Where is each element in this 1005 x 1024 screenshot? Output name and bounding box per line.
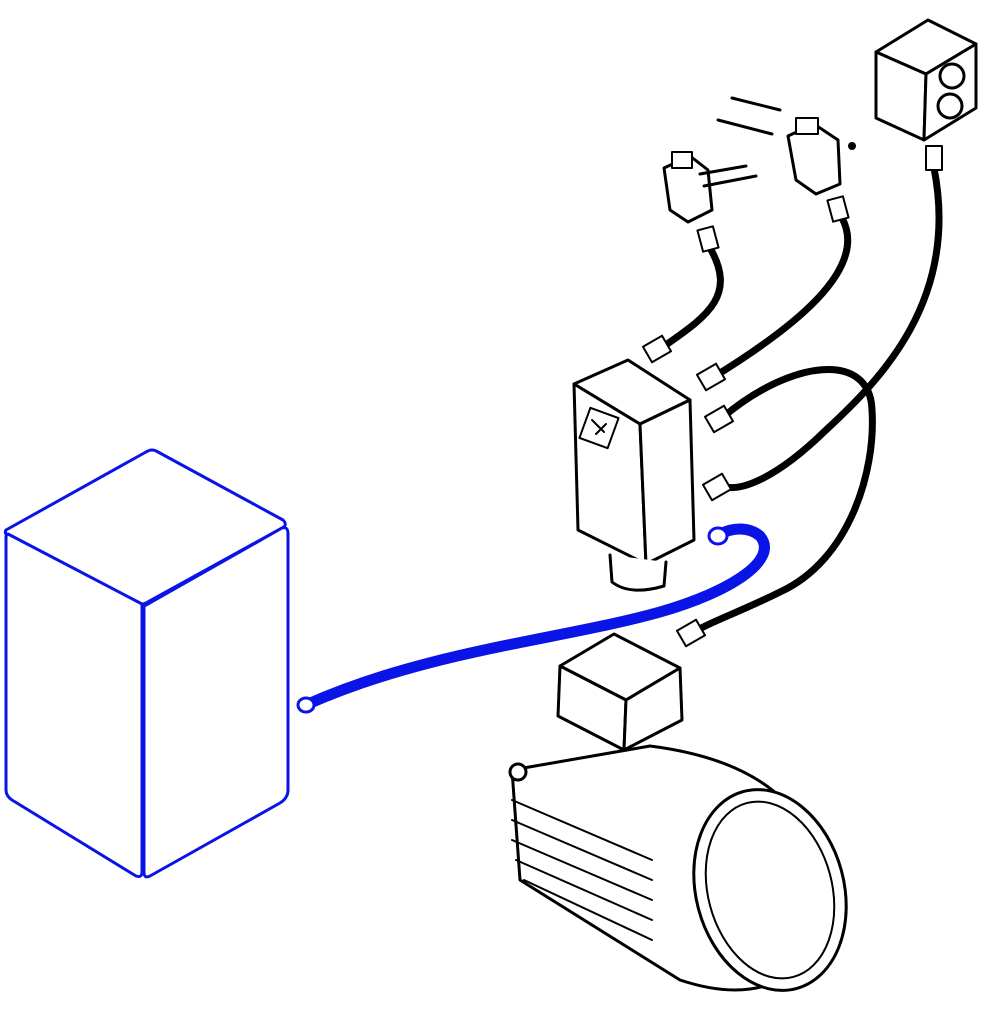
blue-cable-end-cabinet bbox=[296, 696, 316, 714]
limit-switch-left[interactable] bbox=[662, 151, 758, 224]
cabinet-front-face bbox=[4, 532, 144, 878]
pushbutton-box-side bbox=[922, 42, 978, 142]
motor-fan-cover bbox=[704, 800, 836, 980]
connector bbox=[696, 225, 720, 253]
cable-connectors bbox=[641, 145, 943, 648]
limit-switch-left-head bbox=[671, 151, 693, 169]
connector bbox=[675, 618, 707, 648]
screw bbox=[698, 164, 748, 176]
blue-cable-end-switchbox bbox=[707, 526, 729, 546]
connection-cables bbox=[652, 164, 943, 636]
pushbutton-top[interactable] bbox=[938, 62, 966, 90]
pushbutton-station[interactable] bbox=[874, 18, 978, 142]
control-cabinet[interactable] bbox=[3, 448, 290, 879]
limit-switch-right-head bbox=[795, 117, 819, 135]
connector bbox=[701, 472, 733, 502]
terminal-box-side bbox=[622, 666, 684, 752]
pushbutton-bottom[interactable] bbox=[936, 92, 964, 120]
highlighted-cable[interactable] bbox=[296, 523, 770, 714]
screw bbox=[702, 174, 758, 188]
cable-limit-left bbox=[652, 244, 724, 356]
cooling-fins bbox=[511, 799, 653, 941]
motor-shaft bbox=[508, 762, 528, 782]
connector bbox=[826, 195, 850, 223]
switch-handle-icon bbox=[591, 419, 607, 435]
cable-limit-right bbox=[708, 214, 852, 382]
cable-pushbutton bbox=[716, 164, 943, 492]
connector bbox=[695, 362, 727, 392]
switchbox-side bbox=[638, 398, 696, 566]
blue-cable-hose bbox=[302, 523, 770, 710]
connector bbox=[641, 334, 673, 364]
limit-switch-right[interactable] bbox=[716, 96, 856, 196]
nut bbox=[848, 142, 856, 150]
electric-motor[interactable] bbox=[508, 632, 868, 1008]
screw bbox=[730, 96, 782, 112]
connector bbox=[925, 145, 943, 171]
screw bbox=[716, 118, 774, 136]
main-switch-box[interactable] bbox=[572, 358, 696, 592]
connector bbox=[703, 404, 735, 434]
motor-end-cap bbox=[692, 788, 848, 992]
switchbox-base bbox=[608, 553, 668, 592]
cabinet-side-face bbox=[142, 526, 290, 879]
cable-loop bbox=[690, 366, 876, 636]
